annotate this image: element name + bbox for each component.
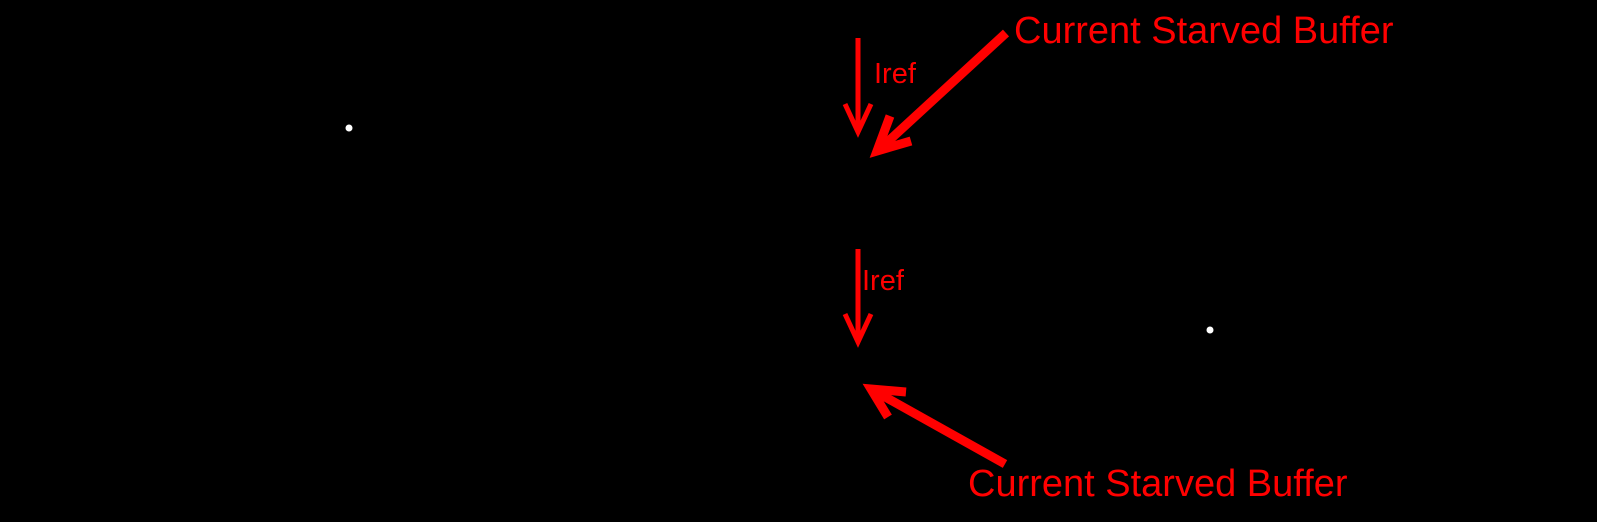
iref-label-top: Iref bbox=[874, 58, 916, 90]
node-dot-right bbox=[1206, 326, 1214, 334]
callout-arrow-top bbox=[869, 29, 1010, 158]
callout-arrow-bottom-head bbox=[862, 383, 907, 420]
node-dot-left bbox=[345, 124, 353, 132]
current-starved-buffer-label-bottom: Current Starved Buffer bbox=[968, 463, 1348, 505]
callout-arrow-top-head bbox=[869, 114, 913, 158]
iref-arrow-mid-head bbox=[842, 312, 874, 348]
iref-arrow-mid bbox=[842, 249, 874, 348]
iref-arrow-top bbox=[842, 38, 874, 138]
callout-arrow-bottom-shaft bbox=[875, 389, 1008, 468]
callout-arrow-bottom bbox=[862, 383, 1008, 468]
iref-label-mid: Iref bbox=[862, 265, 904, 297]
iref-arrow-top-head bbox=[842, 102, 874, 138]
callout-arrow-top-shaft bbox=[878, 29, 1010, 151]
current-starved-buffer-label-top: Current Starved Buffer bbox=[1014, 10, 1394, 52]
